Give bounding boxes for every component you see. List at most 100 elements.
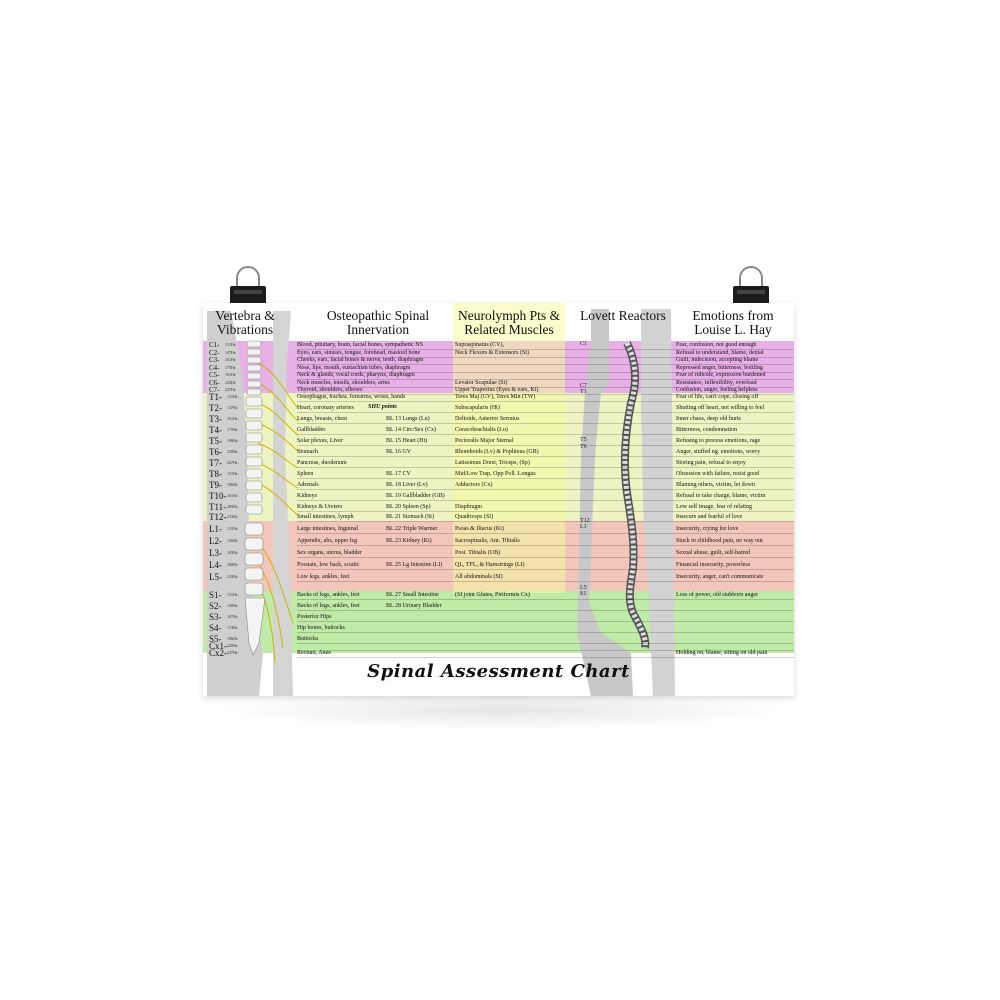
innervation-text: Large intestines, Inguinal: [297, 526, 359, 532]
vibration-hz: 175Hz: [225, 364, 236, 370]
innervation-text: Thyroid, shoulders, elbows: [297, 387, 363, 393]
innervation-text: Stomach: [297, 449, 318, 455]
innervation-text: Buttocks: [297, 636, 319, 642]
lovett-label: C1: [580, 341, 588, 347]
neurolymph-text: Subscapularis (Ht): [455, 405, 500, 411]
vibration-hz: 220Hz: [227, 449, 238, 454]
vibration-hz: 208Hz: [227, 562, 238, 567]
vertebra-label: C7-: [209, 386, 220, 394]
row-gridline: [297, 545, 794, 546]
neurolymph-text: QL, TFL, & Hamstrings (LI): [455, 562, 525, 568]
vertebra-label: L4-: [209, 560, 222, 570]
row-gridline: [297, 434, 794, 435]
lovett-label: T1: [580, 389, 587, 395]
vibration-hz: 233Hz: [227, 514, 238, 519]
neurolymph-text: Adductors (Cx): [455, 482, 493, 488]
vibration-hz: 196Hz: [227, 438, 238, 443]
emotion-text: Refusal to take charge, blame, victim: [676, 493, 766, 499]
vibration-hz: 131Hz: [227, 526, 238, 531]
row-gridline: [297, 581, 794, 582]
row-gridline: [297, 401, 794, 402]
vertebra-label: T11-: [209, 502, 227, 512]
emotion-text: Loss of power, old stubborn anger: [676, 592, 759, 598]
innervation-text: Small intestines, lymph: [297, 514, 354, 520]
neurolymph-text: Neck Flexors & Extensors (St): [455, 349, 529, 356]
vertebra-label: Cx1-: [209, 641, 227, 651]
vibration-hz: 191Hz: [225, 372, 236, 377]
shu-point-text: BL 21 Stomach (St): [386, 514, 434, 520]
innervation-text: Lungs, breasts, chest: [297, 416, 347, 422]
innervation-text: Posterior Hips: [297, 614, 332, 620]
shu-point-text: BL 22 Triple Warmer: [386, 526, 438, 532]
neurolymph-text: Quadriceps (SI): [455, 514, 494, 520]
lovett-spine-illustration: [577, 309, 675, 696]
poster-shadow: [212, 690, 792, 730]
neurolymph-text: (SI joint Glutes, Piriformis Cx): [455, 592, 530, 598]
row-gridline: [297, 371, 794, 373]
vibration-hz: 131Hz: [225, 342, 236, 347]
vertebra-label: C6-: [209, 378, 220, 387]
vertebra-label: S2-: [209, 601, 222, 611]
neurolymph-text: Sacrospinalis, Ant. Tibialis: [455, 538, 520, 544]
innervation-text: Adrenals: [297, 482, 319, 488]
innervation-text: Spleen: [297, 471, 314, 477]
innervation-text: Neck muscles, tonsils, shoulders, arms: [297, 379, 390, 386]
emotion-text: Low self image, fear of relating: [676, 504, 752, 510]
vibration-hz: 161Hz: [225, 357, 236, 362]
row-gridline: [297, 356, 794, 358]
vibration-hz: 196Hz: [227, 636, 238, 641]
neurolymph-column-highlight: [453, 303, 565, 593]
lovett-label: C7: [580, 383, 588, 389]
row-gridline: [297, 478, 794, 479]
row-gridline: [297, 423, 794, 424]
vibration-hz: 131Hz: [227, 394, 238, 399]
neurolymph-text: Diaphragm: [455, 504, 482, 510]
neurolymph-text: Mid/Low Trap, Opp Poll. Longus: [455, 471, 536, 477]
vibration-hz: 140Hz: [227, 603, 238, 608]
shu-point-text: BL 16 GV: [386, 449, 412, 455]
vertebra-label: T2-: [209, 403, 222, 413]
emotion-text: Insecure and fearful of love: [676, 514, 743, 520]
row-gridline: [297, 500, 794, 501]
vibration-hz: 247Hz: [227, 650, 238, 655]
neurolymph-text: Levator Scapulae (St): [455, 379, 508, 386]
emotion-text: Insecurity, crying for love: [676, 526, 739, 532]
row-gridline: [297, 643, 794, 644]
vibration-hz: 161Hz: [227, 493, 238, 498]
neurolymph-text: Deltoids, Anterior Serratus: [455, 416, 520, 422]
shu-point-text: BL 27 Small Intestine: [386, 592, 439, 598]
vibration-hz: 156Hz: [227, 538, 238, 543]
chart-title: Spinal Assessment Chart: [367, 661, 630, 682]
vibration-hz: 131Hz: [227, 471, 238, 476]
vibration-hz: 220Hz: [227, 643, 238, 648]
shu-point-text: BL 20 Spleen (Sp): [386, 504, 431, 510]
lovett-label: L5: [580, 585, 587, 591]
vibration-hz: 183Hz: [227, 550, 238, 555]
shu-point-text: BL 17 CV: [386, 471, 411, 477]
vertebra-label: T10-: [209, 491, 227, 501]
emotion-text: Confusion, anger, feeling helpless: [676, 387, 758, 393]
row-gridline: [297, 394, 794, 395]
lovett-label: T6: [580, 444, 587, 450]
emotion-text: Stuck in childhood pain, no way out: [676, 538, 763, 544]
emotion-text: Refusing to process emotions, rage: [676, 438, 761, 444]
vertebra-label: Cx2-: [209, 648, 227, 658]
vibration-hz: 247Hz: [225, 387, 236, 392]
emotion-text: Fear of ridicule, expression burdened: [676, 372, 766, 378]
innervation-text: Backs of legs, ankles, feet: [297, 603, 360, 609]
vertebra-label: T5-: [209, 436, 222, 446]
vibration-hz: 131Hz: [227, 592, 238, 597]
neurolymph-text: Post. Tibialis (UB): [455, 550, 501, 556]
vibration-hz: 147Hz: [225, 349, 236, 355]
emotion-text: Storing pain, refusal to enjoy: [676, 460, 746, 466]
vertebra-label: C5-: [209, 371, 220, 379]
row-gridline: [297, 412, 794, 413]
emotion-text: Blaming others, victim, let down: [676, 482, 755, 488]
vibration-hz: 233Hz: [227, 574, 238, 579]
neurolymph-text: Rhomboids (Lv) & Popliteus (GB): [455, 449, 539, 455]
vertebra-label: C1-: [209, 341, 220, 349]
row-gridline: [297, 489, 794, 490]
vibration-hz: 196Hz: [227, 482, 238, 487]
